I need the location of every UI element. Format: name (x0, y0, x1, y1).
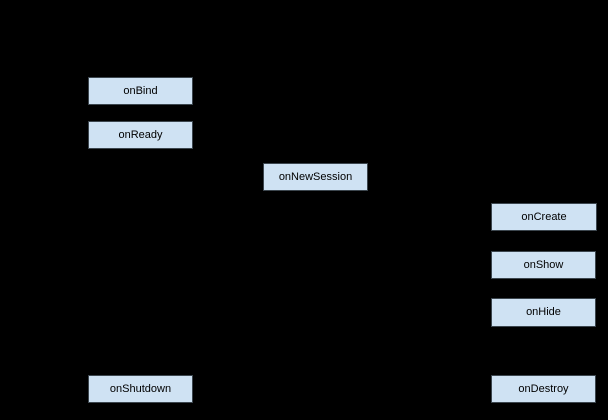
node-onready: onReady (88, 121, 193, 149)
node-onshutdown: onShutdown (88, 375, 193, 403)
node-oncreate: onCreate (491, 203, 597, 231)
node-onhide: onHide (491, 298, 596, 327)
node-onnewsession: onNewSession (263, 163, 368, 191)
node-onbind: onBind (88, 77, 193, 105)
node-ondestroy: onDestroy (491, 375, 596, 403)
node-onshow: onShow (491, 251, 596, 279)
